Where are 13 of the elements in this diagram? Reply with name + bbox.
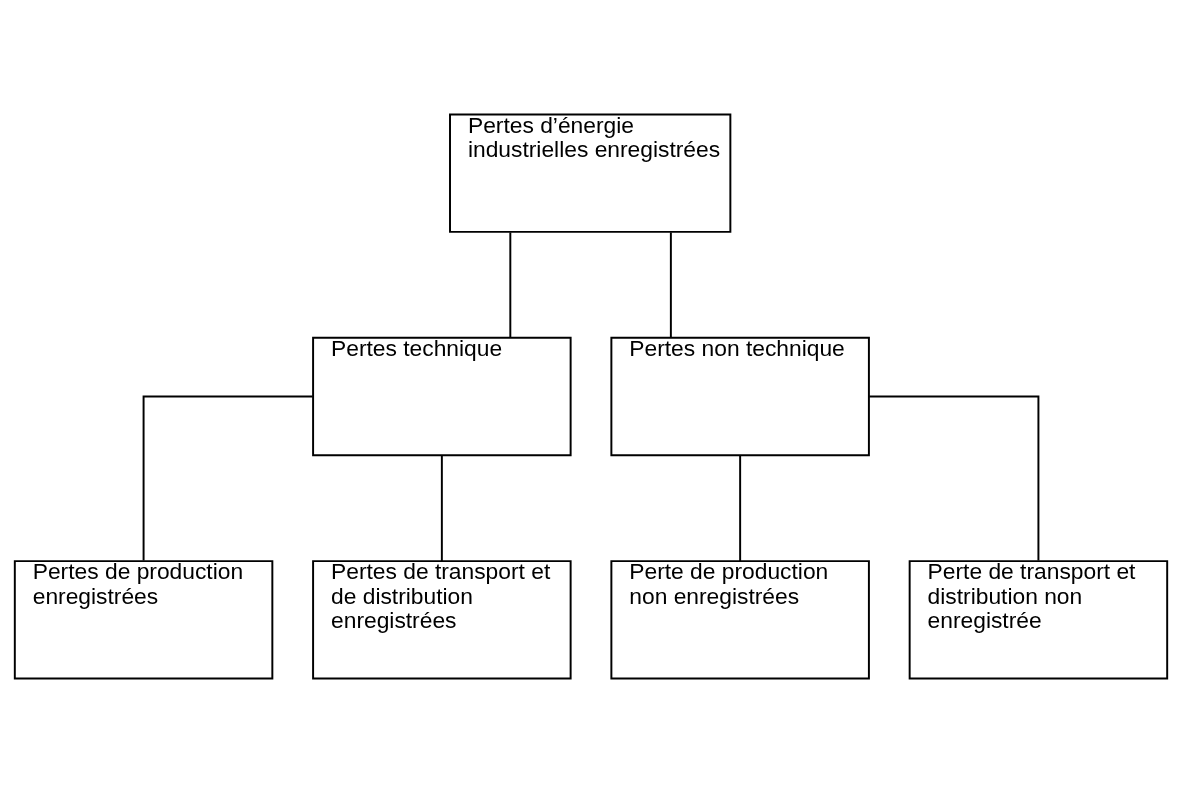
connector <box>868 395 1040 562</box>
node-box: Pertes non technique <box>610 336 870 456</box>
node-box: Perte de production non enregistrées <box>610 559 870 679</box>
connector <box>142 395 314 562</box>
node-box: Pertes de transport et de distribution enregistrées <box>312 559 572 679</box>
connector <box>669 230 672 339</box>
node-box: Pertes d’énergie industrielles enregistrées <box>449 113 732 233</box>
connector <box>440 454 443 562</box>
connector <box>739 454 742 562</box>
node-box: Pertes de production enregistrées <box>13 559 274 679</box>
node-box: Perte de transport et distribution non enregistrée <box>908 559 1169 679</box>
connector <box>509 230 512 339</box>
node-box: Pertes technique <box>312 336 572 456</box>
